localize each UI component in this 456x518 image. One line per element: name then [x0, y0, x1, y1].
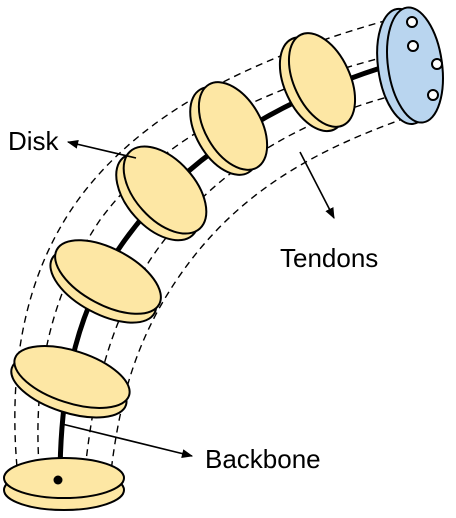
disk-6	[278, 32, 357, 133]
tendon-hole	[431, 58, 443, 70]
tendon-hole	[427, 89, 439, 101]
tendon-hole	[406, 16, 418, 28]
backbone-arrow	[61, 423, 194, 458]
backbone-label: Backbone	[205, 444, 321, 474]
backbone-base-dot	[53, 475, 63, 485]
tendons-arrow	[299, 151, 335, 219]
disk-3	[49, 239, 162, 324]
disk-5	[189, 81, 269, 176]
disk-arrow	[66, 139, 137, 159]
tendon-hole	[407, 40, 419, 52]
disk-2	[10, 345, 131, 419]
end-plate-holes	[406, 16, 443, 101]
disk-1	[3, 457, 125, 511]
disk-4	[115, 145, 208, 242]
tendons-label: Tendons	[280, 243, 378, 273]
disk-label: Disk	[8, 126, 60, 156]
